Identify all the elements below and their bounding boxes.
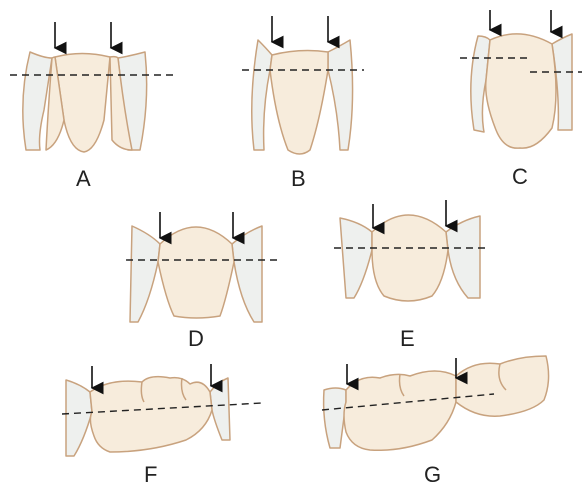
panel-f-label: F xyxy=(144,462,157,486)
panel-f-left-neighbor xyxy=(66,380,92,456)
panel-e: E xyxy=(334,200,490,351)
panel-a: A xyxy=(10,22,176,191)
panel-b: B xyxy=(242,16,364,191)
panel-c: C xyxy=(460,10,582,189)
panel-d: D xyxy=(126,212,278,351)
panel-e-crown xyxy=(372,215,448,301)
panel-g-label: G xyxy=(424,462,441,486)
panel-c-crown xyxy=(486,34,556,148)
panel-f-right-neighbor xyxy=(210,378,230,440)
panel-f-crown xyxy=(90,377,212,452)
panel-b-label: B xyxy=(291,166,306,191)
panel-d-crown xyxy=(158,227,234,318)
panel-e-right-neighbor xyxy=(446,216,480,298)
panel-a-crown-left xyxy=(55,54,110,153)
panel-b-crown xyxy=(270,51,328,154)
panel-c-label: C xyxy=(512,164,528,189)
panel-d-left-neighbor xyxy=(130,226,160,322)
panel-g: G xyxy=(322,356,549,486)
panel-b-left-neighbor xyxy=(252,40,272,150)
panel-d-right-neighbor xyxy=(232,226,262,322)
panel-a-label: A xyxy=(76,166,91,191)
panel-d-label: D xyxy=(188,326,204,351)
panel-b-right-neighbor xyxy=(328,40,353,150)
panel-f: F xyxy=(62,364,262,486)
panel-e-left-neighbor xyxy=(340,218,372,298)
panel-e-label: E xyxy=(400,326,415,351)
panel-g-left-neighbor xyxy=(324,388,346,448)
